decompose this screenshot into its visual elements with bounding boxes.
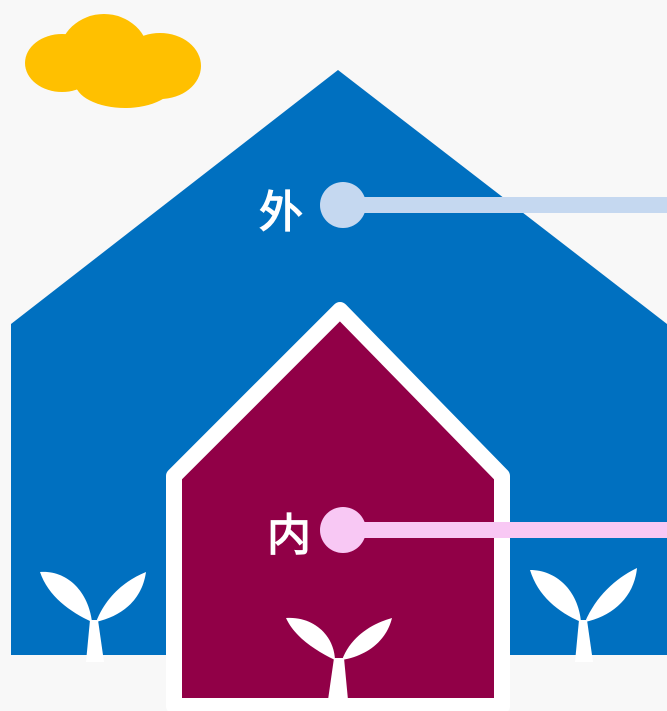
inner-pointer-dot bbox=[320, 507, 366, 553]
inner-label: 内 bbox=[267, 510, 311, 561]
cloud-icon bbox=[25, 14, 201, 108]
outer-label: 外 bbox=[259, 187, 303, 238]
outer-pointer-dot bbox=[320, 182, 366, 228]
